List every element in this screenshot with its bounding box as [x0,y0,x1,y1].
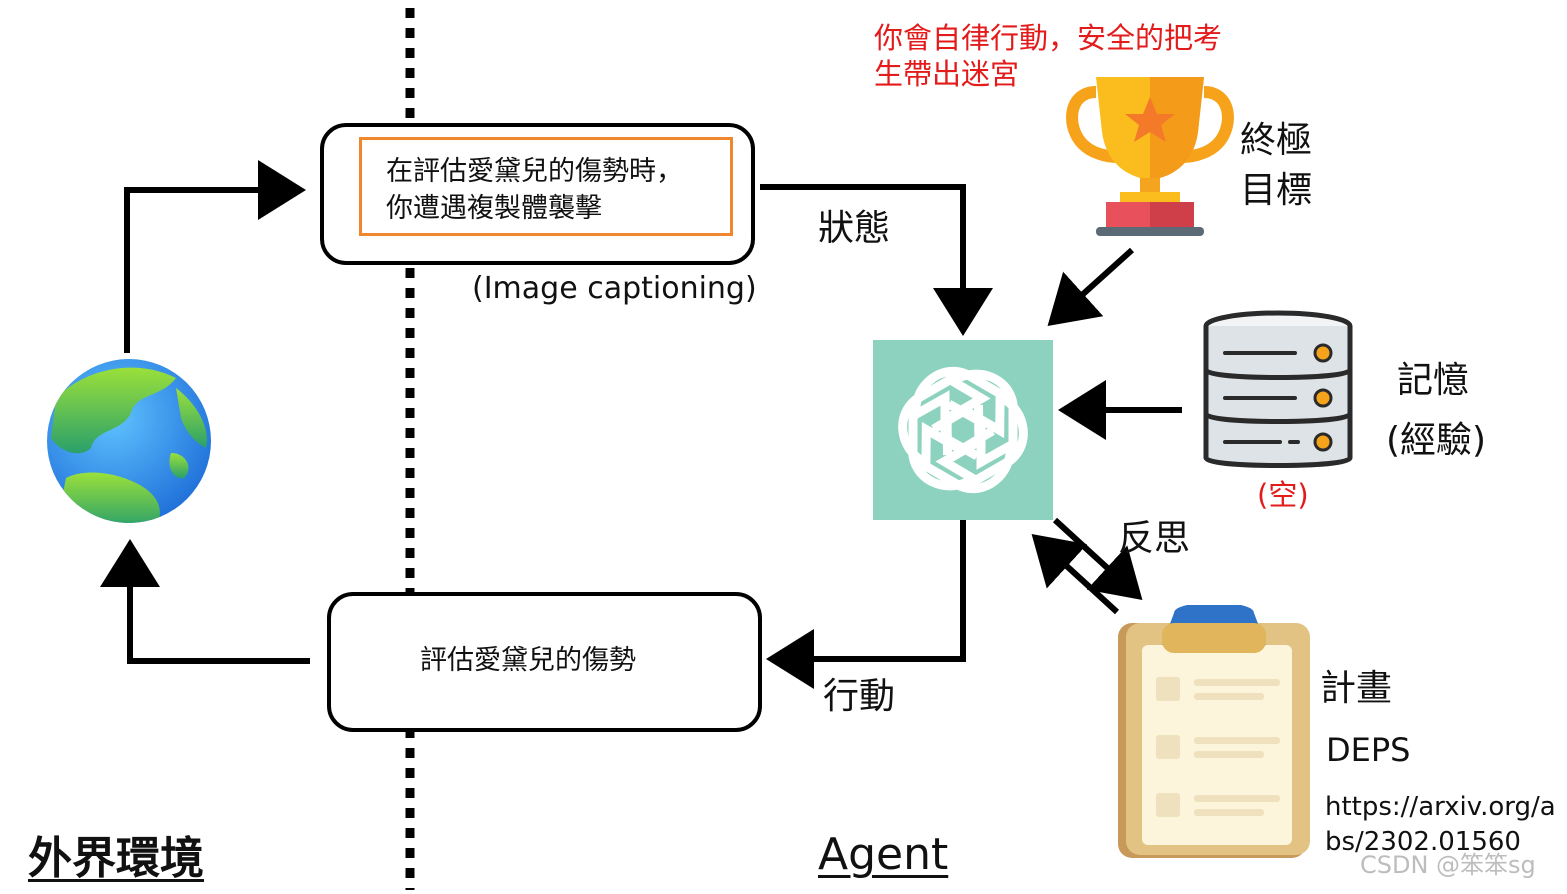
goal-note-line2: 生帶出迷宮 [874,57,1020,91]
environment-title: 外界環境 [28,833,204,884]
observation-box [320,123,755,265]
observation-caption-line1: 在評估愛黛兒的傷勢時， [386,156,683,187]
trophy-icon [1066,72,1234,240]
plan-paper-link-line1[interactable]: https://arxiv.org/a [1325,792,1556,822]
action-box [327,592,762,732]
state-label: 狀態 [818,208,891,249]
plan-method: DEPS [1326,731,1411,769]
arrow-agent-to-plan [1052,517,1143,601]
action-label: 行動 [823,676,896,717]
observation-caption-line2: 你遭遇複製體襲擊 [386,193,602,224]
arrow-goal-to-agent [1047,247,1135,327]
database-icon [1200,308,1360,473]
agent-title: Agent [818,829,949,880]
observation-highlight [359,137,733,236]
earth-icon [46,358,212,524]
arrow-action [766,515,966,689]
goal-label-line1: 終極 [1240,120,1313,161]
watermark: CSDN @笨笨sg [1360,851,1536,879]
reflection-label: 反思 [1118,518,1191,559]
arrow-earth-to-observation [124,160,306,353]
arrow-plan-to-agent [1031,533,1120,615]
action-text: 評估愛黛兒的傷勢 [420,645,636,676]
captioning-method-label: (Image captioning) [472,271,757,306]
memory-status: (空) [1257,478,1309,512]
openai-logo-icon [873,340,1053,520]
plan-paper-link-line2[interactable]: bs/2302.01560 [1325,827,1521,857]
arrow-action-to-earth [100,539,310,664]
plan-label: 計畫 [1320,668,1393,709]
goal-label-line2: 目標 [1240,170,1313,211]
memory-label-line1: 記憶 [1397,360,1470,401]
memory-label-line2: (經驗) [1386,420,1487,461]
goal-note-line1: 你會自律行動，安全的把考 [874,21,1223,55]
arrow-state [760,184,993,336]
clipboard-icon [1118,602,1312,860]
